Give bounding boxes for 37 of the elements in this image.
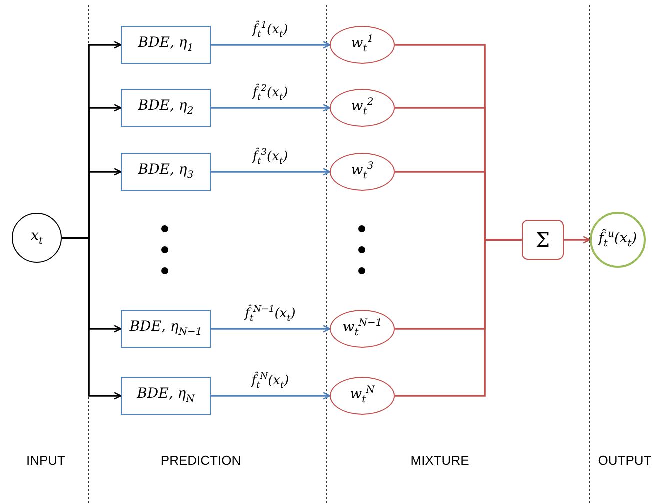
sum-box (522, 220, 564, 260)
weight-ellipse (330, 310, 395, 348)
connector-arrow (62, 237, 122, 400)
process-box (121, 89, 211, 127)
edge-label: f̂$_{t}$$^{1}$(x$_{t}$) (250, 22, 290, 40)
edge-label: f̂$_{t}$$^{2}$(x$_{t}$) (250, 85, 290, 103)
output-circle (590, 212, 646, 268)
math-label: BDE, η$_{3}$ (138, 163, 194, 181)
math-label: f̂$_{t}$$^{u}$(x$_{t}$) (598, 230, 638, 250)
math-label: x$_{t}$ (31, 229, 43, 247)
connector-arrow (211, 392, 331, 400)
weight-ellipse (330, 377, 395, 415)
connector-arrow (211, 168, 331, 176)
section-label: INPUT (26, 453, 66, 468)
section-label: OUTPUT (598, 453, 652, 468)
math-label: BDE, η$_{N−1}$ (130, 320, 202, 338)
math-label: BDE, η$_{2}$ (138, 99, 194, 117)
weight-ellipse (330, 26, 395, 64)
connector-arrow (564, 236, 591, 244)
process-box (121, 26, 211, 64)
connector-arrow (211, 104, 331, 112)
process-box (121, 310, 211, 348)
edge-label: f̂$_{t}$$^{N−1}$(x$_{t}$) (243, 306, 298, 324)
section-label: PREDICTION (160, 453, 242, 468)
sum-symbol: Σ (536, 230, 550, 250)
connector-arrow (211, 325, 331, 333)
process-box (121, 377, 211, 415)
weight-ellipse (330, 153, 395, 191)
process-box (121, 153, 211, 191)
section-label: MIXTURE (410, 453, 470, 468)
math-label: BDE, η$_{1}$ (138, 36, 194, 54)
input-circle (12, 213, 62, 263)
weight-ellipse (330, 89, 395, 127)
edge-label: f̂$_{t}$$^{N}$(x$_{t}$) (250, 373, 292, 391)
connector-arrow (211, 41, 331, 49)
edge-label: f̂$_{t}$$^{3}$(x$_{t}$) (250, 149, 290, 167)
math-label: BDE, η$_{N}$ (137, 387, 195, 405)
